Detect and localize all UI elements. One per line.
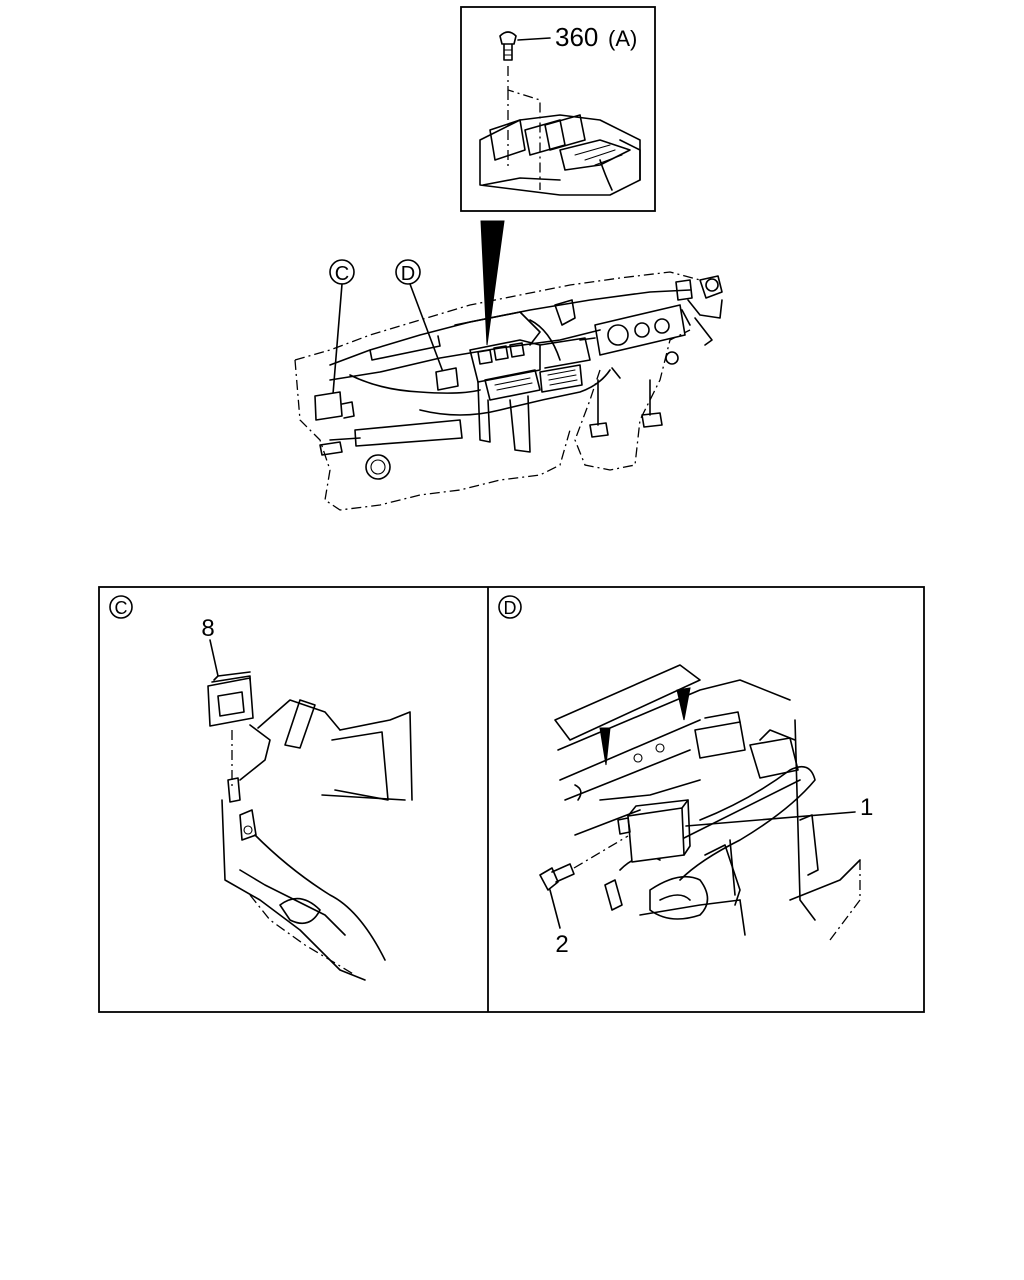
screw-2-icon — [539, 863, 575, 891]
leader-c — [332, 283, 343, 395]
guide-line — [573, 835, 629, 869]
steering-column-outline — [574, 329, 691, 471]
detail-pointer — [480, 220, 505, 346]
speaker-grille — [365, 454, 391, 480]
leader-8 — [209, 639, 219, 677]
guide-line — [507, 66, 541, 190]
detail-panel-d: D 1 — [498, 595, 873, 958]
inset-frame — [460, 6, 656, 212]
callout-c-label: C — [335, 263, 349, 285]
panel-c-badge-circle — [109, 595, 133, 619]
part-2-label: 2 — [555, 931, 568, 958]
leader-d — [409, 283, 444, 373]
leader-360 — [517, 37, 551, 41]
inset-detail-a: 360 (A) — [460, 6, 656, 346]
dashboard-overview: C D — [294, 259, 723, 511]
glove-box — [354, 419, 463, 447]
detail-panels-frame — [98, 586, 925, 1013]
panel-d-badge: D — [504, 598, 517, 618]
connector — [694, 721, 746, 759]
dash-top-outline — [294, 271, 701, 361]
harness-wire — [349, 374, 481, 394]
module-c-location — [314, 391, 343, 421]
detail-panel-c: C 8 — [109, 595, 413, 981]
switch-unit-icon — [479, 114, 641, 196]
right-switch-assembly — [675, 275, 723, 346]
mount-peg — [599, 727, 611, 766]
pedal — [641, 412, 663, 428]
pedal — [589, 422, 609, 438]
mount-peg — [676, 687, 691, 721]
part-360-ref: (A) — [608, 26, 637, 51]
leader-2 — [549, 889, 561, 929]
bolt-icon — [499, 31, 517, 61]
part-8-label: 8 — [201, 615, 214, 642]
part-1-label: 1 — [860, 794, 873, 821]
panel-c-contour — [249, 894, 356, 976]
instrument-cluster — [579, 304, 686, 356]
leader-1 — [685, 811, 856, 827]
center-switch-panel — [469, 337, 591, 453]
callout-d-circle — [395, 259, 421, 285]
connector — [749, 737, 799, 779]
part-360-label: 360 — [555, 22, 598, 52]
callout-d-label: D — [401, 263, 415, 285]
dash-outline — [294, 359, 571, 511]
panel-c-badge: C — [115, 598, 128, 618]
module-d-location — [435, 367, 459, 391]
module-8-icon — [207, 671, 254, 727]
relay-1-icon — [617, 799, 691, 863]
panel-d-badge-circle — [498, 595, 522, 619]
wire-harness — [679, 765, 816, 881]
panel-d-contour — [829, 860, 861, 941]
